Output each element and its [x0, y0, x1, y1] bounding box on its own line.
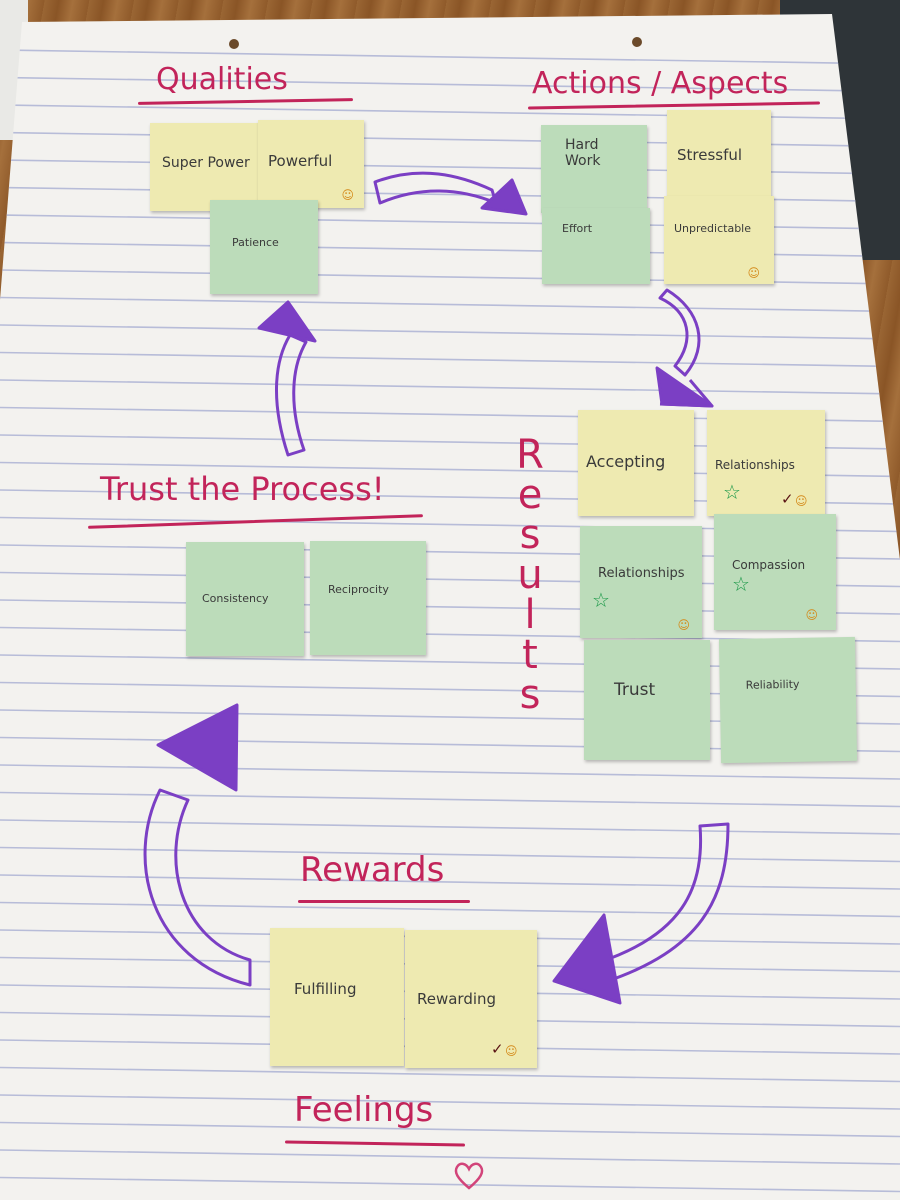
arrow-up-icon — [257, 300, 317, 457]
note-text: Compassion — [732, 558, 806, 572]
smiley-icon: ☺ — [805, 608, 818, 622]
note-compassion: Compassion ☆ ☺ — [714, 514, 836, 630]
note-text: Fulfilling — [294, 980, 357, 998]
note-reciprocity: Reciprocity — [310, 541, 426, 655]
ruled-line — [0, 351, 900, 368]
note-hard-work: Hard Work — [541, 125, 647, 213]
heading-trust-the-process: Trust the Process! — [100, 470, 385, 508]
ruled-line — [0, 1149, 900, 1165]
note-powerful: Powerful ☺ — [258, 120, 364, 208]
note-accepting: Accepting — [578, 410, 694, 516]
ruled-line — [0, 846, 900, 863]
check-icon: ✓ — [781, 490, 794, 508]
note-text: Reciprocity — [328, 583, 389, 596]
ruled-line — [0, 49, 900, 65]
note-relationships-1: Relationships ☆ ✓ ☺ — [707, 410, 825, 516]
arrow-up-left-icon — [143, 703, 252, 987]
heading-qualities: Qualities — [156, 62, 288, 97]
note-super-power: Super Power — [150, 123, 262, 211]
ruled-line — [0, 1066, 900, 1083]
ruled-line — [0, 296, 900, 313]
results-letter: s — [519, 672, 541, 718]
note-unpredictable: Unpredictable ☺ — [664, 196, 774, 284]
results-letter: R — [516, 432, 544, 478]
star-icon: ☆ — [732, 572, 750, 596]
ruled-line — [0, 76, 900, 93]
note-text: Unpredictable — [674, 222, 751, 235]
ruled-line — [0, 1121, 900, 1138]
note-relationships-2: Relationships ☆ ☺ — [580, 526, 702, 638]
results-letter: l — [524, 592, 536, 638]
note-fulfilling: Fulfilling — [270, 928, 404, 1066]
smiley-icon: ☺ — [341, 188, 354, 202]
note-text: Super Power — [162, 155, 250, 171]
note-text: Accepting — [586, 452, 666, 471]
note-text: Stressful — [677, 146, 743, 164]
star-icon: ☆ — [723, 480, 741, 504]
heading-feelings: Feelings — [294, 1090, 434, 1130]
note-consistency: Consistency — [186, 542, 304, 656]
ruled-line — [0, 379, 900, 395]
note-text: Patience — [232, 236, 279, 249]
note-text: Relationships — [715, 458, 795, 472]
star-icon: ☆ — [592, 588, 610, 612]
smiley-icon: ☺ — [747, 266, 760, 280]
heart-icon — [454, 1162, 484, 1190]
note-text: Relationships — [598, 566, 685, 581]
arrow-down-icon — [655, 288, 714, 408]
note-text: Trust — [614, 680, 656, 700]
note-text: Powerful — [268, 152, 333, 170]
note-rewarding: Rewarding ✓ ☺ — [405, 930, 537, 1068]
ruled-line — [0, 324, 900, 340]
heading-rewards: Rewards — [300, 850, 445, 890]
note-text: Rewarding — [417, 990, 497, 1008]
smiley-icon: ☺ — [677, 618, 690, 632]
ruled-line — [0, 874, 900, 890]
note-effort: Effort — [542, 208, 650, 284]
results-letter: e — [517, 472, 543, 518]
note-text: Effort — [562, 222, 593, 235]
ruled-line — [0, 764, 900, 780]
check-icon: ✓ — [491, 1040, 504, 1058]
ruled-line — [0, 1176, 900, 1193]
arrow-right-icon — [373, 171, 528, 216]
note-trust: Trust — [584, 640, 710, 760]
arrow-down-left-icon — [552, 822, 730, 1005]
note-stressful: Stressful — [667, 110, 771, 198]
underline-rewards — [298, 900, 470, 903]
note-text: Hard Work — [565, 137, 601, 169]
results-letter: t — [522, 632, 538, 678]
ruled-line — [0, 1094, 900, 1110]
note-text: Consistency — [202, 592, 269, 605]
smiley-icon: ☺ — [795, 494, 808, 508]
smiley-icon: ☺ — [505, 1044, 518, 1058]
heading-actions-aspects: Actions / Aspects — [532, 66, 789, 101]
note-patience: Patience — [210, 200, 318, 294]
ruled-line — [0, 901, 900, 918]
results-letter: s — [519, 512, 541, 558]
ruled-line — [0, 791, 900, 808]
results-letter: u — [517, 552, 543, 598]
note-text: Reliability — [745, 677, 800, 692]
note-reliability: Reliability — [718, 636, 858, 764]
